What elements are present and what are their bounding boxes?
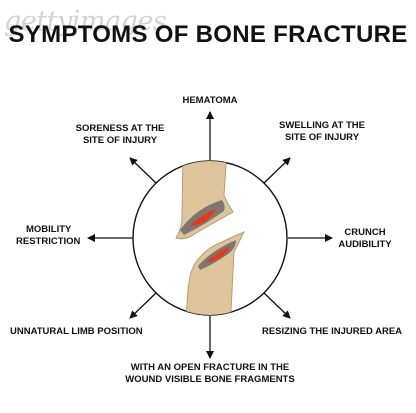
lower-bone-fragment [184, 231, 246, 315]
upper-blood [190, 209, 216, 226]
symptom-crunch: CRUNCH AUDIBILITY [330, 227, 400, 251]
symptom-hematoma-line1: HEMATOMA [182, 95, 238, 106]
symptom-crunch-line2: AUDIBILITY [338, 239, 392, 250]
page-title: SYMPTOMS OF BONE FRACTURE [8, 21, 408, 48]
symptom-swelling: SWELLING AT THE SITE OF INJURY [262, 120, 382, 144]
symptom-unnatural-limb-line1: UNNATURAL LIMB POSITION [10, 326, 143, 337]
symptom-crunch-line1: CRUNCH [344, 227, 386, 238]
symptom-mobility: MOBILITY RESTRICTION [16, 224, 96, 248]
symptom-swelling-line1: SWELLING AT THE [278, 120, 366, 131]
symptom-open-fracture-line1: WITH AN OPEN FRACTURE IN THE [130, 362, 290, 373]
symptom-hematoma: HEMATOMA [160, 95, 260, 107]
symptom-unnatural-limb: UNNATURAL LIMB POSITION [10, 326, 160, 338]
symptom-open-fracture-line2: WOUND VISIBLE BONE FRAGMENTS [125, 374, 295, 385]
watermark: gettyimages [4, 6, 167, 37]
symptom-resizing-line1: RESIZING THE INJURED AREA [261, 326, 403, 337]
symptom-resizing: RESIZING THE INJURED AREA [252, 326, 412, 338]
symptom-soreness-line1: SORENESS AT THE [75, 123, 165, 134]
arrow-up-left [129, 157, 157, 184]
arrow-up-right [263, 157, 291, 184]
arrow-down-left [129, 292, 157, 319]
symptom-open-fracture: WITH AN OPEN FRACTURE IN THE WOUND VISIB… [110, 362, 310, 386]
bone-illustration [175, 161, 246, 315]
symptom-soreness-line2: SITE OF INJURY [82, 135, 158, 146]
symptom-mobility-line2: RESTRICTION [16, 236, 81, 247]
upper-bone-fragment [175, 161, 234, 240]
symptom-soreness: SORENESS AT THE SITE OF INJURY [60, 123, 180, 147]
symptom-mobility-line1: MOBILITY [26, 224, 72, 235]
symptom-swelling-line2: SITE OF INJURY [284, 132, 360, 143]
lower-blood [206, 246, 230, 262]
arrow-down-right [263, 292, 291, 319]
